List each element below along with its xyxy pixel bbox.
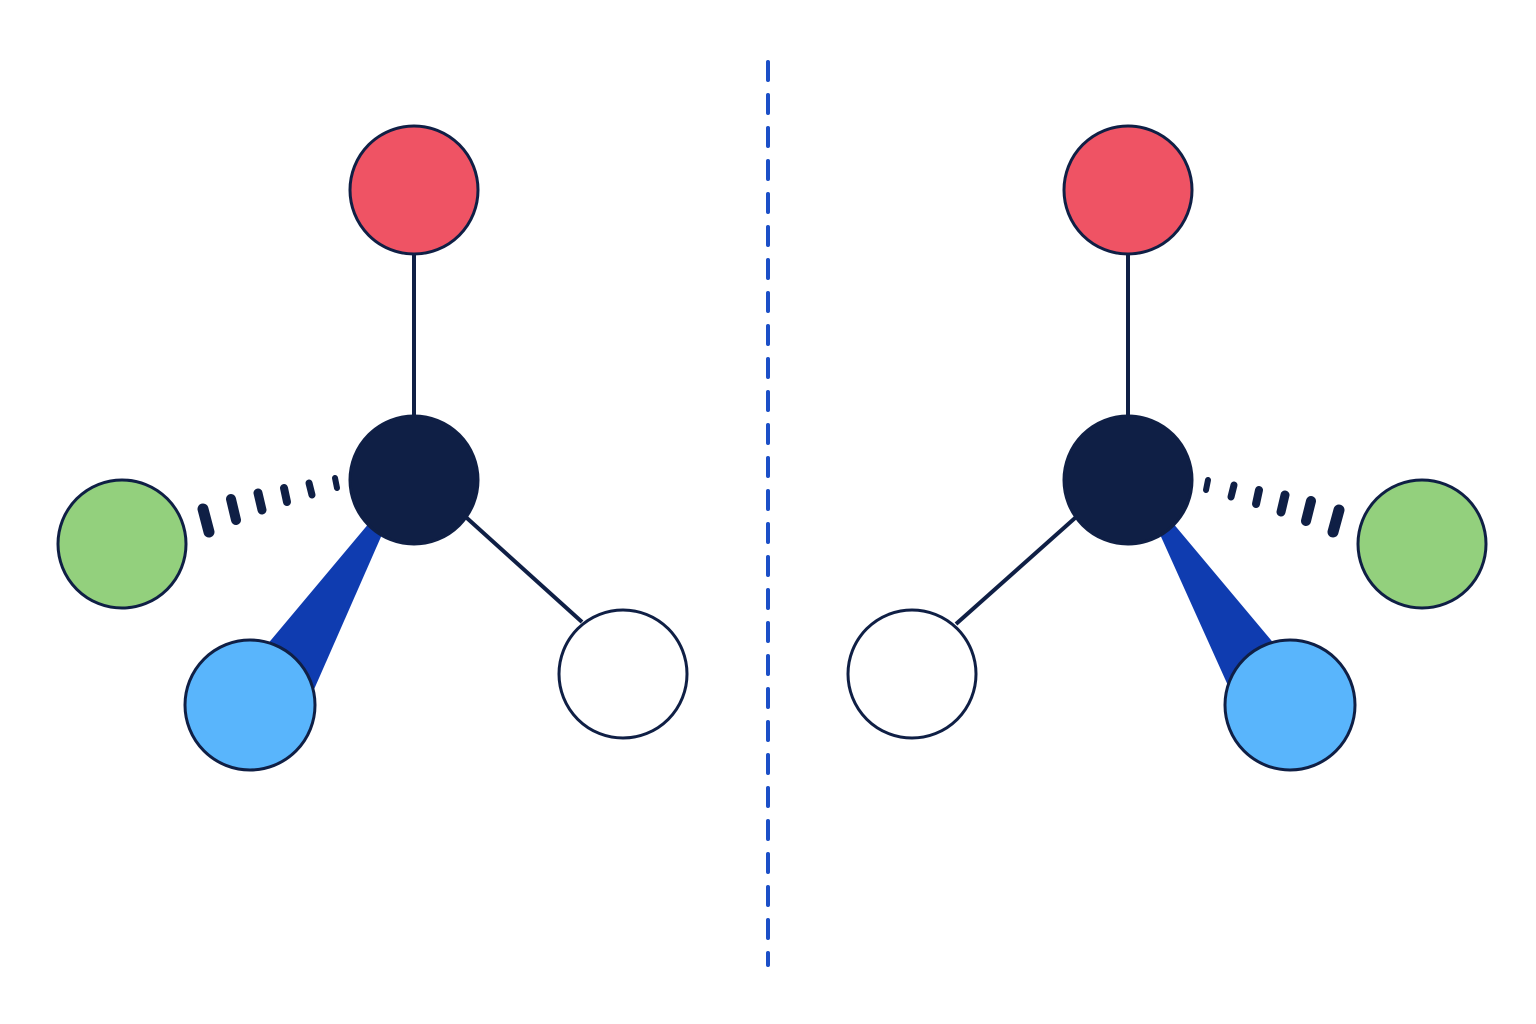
right-hash-dash-2 <box>1227 481 1238 501</box>
right-top-atom-red <box>1062 124 1194 256</box>
left-hash-dash-3 <box>280 484 291 506</box>
left-central-atom <box>348 414 480 546</box>
left-blue-atom <box>183 638 317 772</box>
right-wedge-bond <box>1158 522 1276 690</box>
left-top-atom-red <box>348 124 480 256</box>
left-hash-dash-6 <box>197 503 215 538</box>
right-hash-dash-4 <box>1276 490 1290 517</box>
left-white-atom <box>557 608 689 740</box>
left-bond-white <box>456 508 584 624</box>
left-hash-dash-4 <box>253 488 267 515</box>
left-hash-dash-1 <box>332 475 340 491</box>
left-hash-dash-2 <box>305 479 316 499</box>
right-green-atom <box>1356 478 1488 610</box>
right-hash-dash-1 <box>1203 477 1211 493</box>
left-wedge-bond <box>266 522 384 694</box>
left-green-atom <box>56 478 188 610</box>
right-central-atom <box>1062 414 1194 546</box>
left-molecule <box>56 124 689 772</box>
right-blue-atom <box>1223 638 1357 772</box>
left-hashed-bond <box>197 475 340 538</box>
right-hash-dash-6 <box>1327 504 1345 538</box>
right-bond-white <box>954 508 1086 626</box>
left-hash-dash-5 <box>226 494 241 525</box>
right-hashed-bond <box>1203 477 1345 538</box>
right-hash-dash-5 <box>1301 496 1316 526</box>
right-molecule <box>846 124 1488 772</box>
right-white-atom <box>846 608 978 740</box>
right-hash-dash-3 <box>1252 486 1263 508</box>
